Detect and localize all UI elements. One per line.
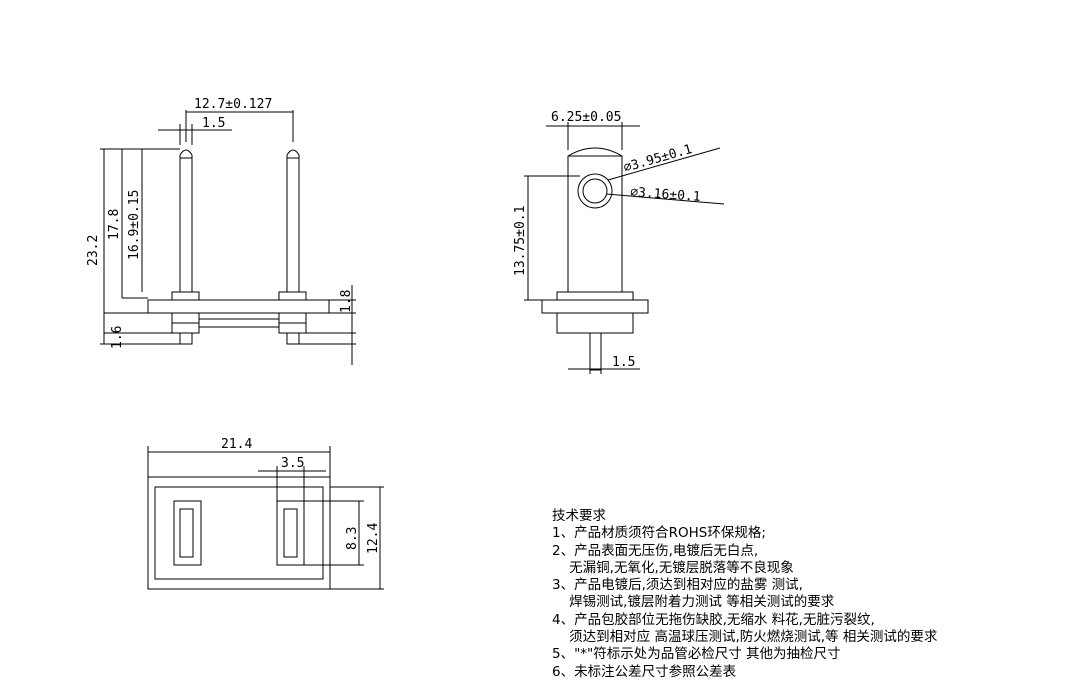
dim-pitch: 12.7±0.127: [194, 97, 272, 112]
dim-side-width: 6.25±0.05: [551, 110, 621, 125]
requirement-line: 3、产品电镀后,须达到相对应的盐雾 测试,: [552, 577, 803, 594]
requirement-line: 6、未标注公差尺寸参照公差表: [552, 663, 737, 680]
inner-hole: [582, 178, 608, 204]
dim-side-height: 13.75±0.1: [513, 206, 528, 276]
requirement-line: 1、产品材质须符合ROHS环保规格;: [552, 525, 766, 542]
outer-hole: [577, 173, 613, 209]
dim-total-width: 12.4: [366, 523, 381, 554]
dim-outer-hole: ∅3.95±0.1: [622, 142, 694, 176]
side-body: [567, 147, 623, 292]
dim-slot-height: 8.3: [345, 527, 360, 550]
right-slot: [276, 500, 305, 566]
side-view: 6.25±0.05 ∅3.95±0.1 ∅3.16±0.1 13.75±0.1 …: [513, 110, 725, 374]
dim-side-pin: 1.5: [612, 355, 635, 370]
left-slot: [173, 500, 202, 566]
requirement-line: 5、"*"符标示处为品管必检尺寸 其他为抽检尺寸: [552, 646, 841, 663]
technical-requirements: 技术要求 1、产品材质须符合ROHS环保规格; 2、产品表面无压伤,电镀后无白点…: [552, 508, 1067, 681]
requirement-line: 2、产品表面无压伤,电镀后无白点,: [552, 542, 759, 559]
dim-upper-height: 17.8: [107, 209, 122, 240]
requirements-title: 技术要求: [552, 508, 606, 524]
dim-slot-width: 3.5: [281, 456, 304, 471]
dim-pin-length: 16.9±0.15: [127, 190, 142, 260]
requirement-line: 须达到相对应 高温球压测试,防火燃烧测试,等 相关测试的要求: [552, 629, 938, 646]
dim-bottom: 1.6: [110, 326, 125, 349]
top-view: 21.4 3.5 8.3 12.4: [147, 437, 384, 590]
requirement-line: 焊锡测试,镀层附着力测试 等相关测试的要求: [552, 594, 835, 611]
right-pin: [286, 149, 300, 292]
front-view: 12.7±0.127 1.5 23.2 17.8 16.9±0.15 1.6 1…: [86, 97, 356, 365]
top-outer: [147, 476, 331, 590]
dim-pin-width: 1.5: [202, 116, 225, 131]
requirement-line: 4、产品包胶部位无拖伤缺胶,无缩水 料花,无脏污裂纹,: [552, 611, 875, 628]
left-pin: [179, 149, 193, 292]
requirement-line: 无漏铜,无氧化,无镀层脱落等不良现象: [552, 559, 794, 576]
dim-flange: 1.8: [339, 290, 354, 313]
dim-top-length: 21.4: [221, 437, 252, 452]
dim-inner-hole: ∅3.16±0.1: [630, 185, 701, 205]
dim-total-height: 23.2: [86, 235, 101, 266]
flange: [147, 299, 330, 314]
